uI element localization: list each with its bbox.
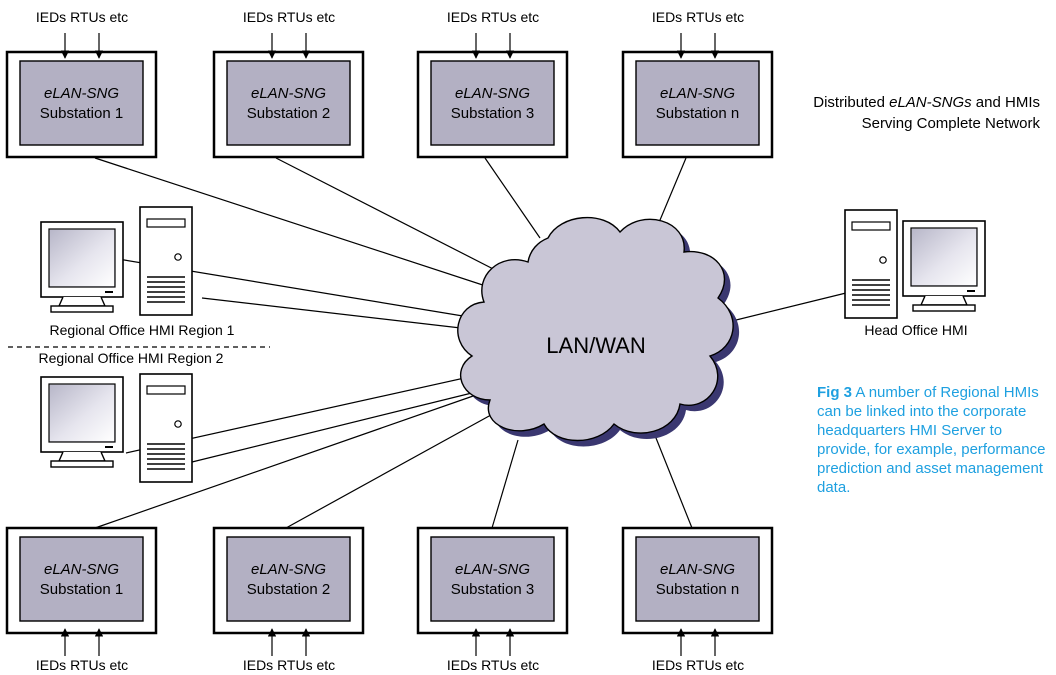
substation-node: eLAN-SNG Substation n xyxy=(621,50,774,159)
substation-node: eLAN-SNG Substation 2 xyxy=(212,50,365,159)
inputs-label: IEDs RTUs etc xyxy=(243,9,335,25)
node-title: eLAN-SNG xyxy=(455,561,530,578)
inputs-label: IEDs RTUs etc xyxy=(36,9,128,25)
link-bottom-sub-3 xyxy=(491,439,519,529)
computer-tower-icon xyxy=(844,209,898,319)
inputs-label: IEDs RTUs etc xyxy=(36,657,128,673)
node-title: eLAN-SNG xyxy=(660,85,735,102)
link-top-sub-1 xyxy=(94,157,499,291)
link-top-sub-n xyxy=(654,157,687,233)
network-label: LAN/WAN xyxy=(546,333,645,358)
inputs-label: IEDs RTUs etc xyxy=(652,9,744,25)
node-title: eLAN-SNG xyxy=(660,561,735,578)
top-substations: eLAN-SNG Substation 1 eLAN-SNG Substatio… xyxy=(5,50,774,159)
inputs-label: IEDs RTUs etc xyxy=(447,657,539,673)
substation-label: Substation 2 xyxy=(247,105,330,122)
substation-node: eLAN-SNG Substation 3 xyxy=(416,526,569,635)
link-head-office xyxy=(727,292,847,323)
bottom-inputs: IEDs RTUs etc IEDs RTUs etc IEDs RTUs et… xyxy=(36,628,744,673)
inputs-label: IEDs RTUs etc xyxy=(652,657,744,673)
region-2-label: Regional Office HMI Region 2 xyxy=(39,350,224,366)
bottom-substations: eLAN-SNG Substation 1 eLAN-SNG Substatio… xyxy=(5,526,774,635)
caption-label: Fig 3 xyxy=(817,384,853,401)
node-title: eLAN-SNG xyxy=(251,85,326,102)
computer-tower-icon xyxy=(139,206,193,316)
region-1-label: Regional Office HMI Region 1 xyxy=(50,322,235,338)
side-note-suffix: and HMIs xyxy=(971,94,1040,111)
node-title: eLAN-SNG xyxy=(44,561,119,578)
substation-label: Substation 1 xyxy=(40,581,123,598)
side-note-prefix: Distributed xyxy=(813,94,890,111)
link-bottom-sub-2 xyxy=(285,409,501,529)
computer-tower-icon xyxy=(139,373,193,483)
inputs-label: IEDs RTUs etc xyxy=(447,9,539,25)
caption-text: A number of Regional HMIs can be linked … xyxy=(817,384,1046,496)
head-office-hmi: Head Office HMI xyxy=(844,209,986,338)
monitor-icon xyxy=(40,376,124,468)
link-region2-hmi xyxy=(191,389,485,463)
substation-label: Substation 1 xyxy=(40,105,123,122)
top-inputs: IEDs RTUs etc IEDs RTUs etc IEDs RTUs et… xyxy=(36,9,744,59)
regional-hmi-region-1: Regional Office HMI Region 1 xyxy=(40,206,235,338)
monitor-icon xyxy=(40,221,124,313)
monitor-icon xyxy=(902,220,986,312)
node-title: eLAN-SNG xyxy=(44,85,119,102)
side-note-emphasis: eLAN-SNGs xyxy=(889,94,972,111)
substation-node: eLAN-SNG Substation n xyxy=(621,526,774,635)
link-bottom-sub-1 xyxy=(94,394,477,529)
cloud-body xyxy=(457,216,734,442)
side-note: Distributed eLAN-SNGs and HMIs Serving C… xyxy=(790,92,1040,134)
side-note-line-1: Distributed eLAN-SNGs and HMIs xyxy=(790,92,1040,113)
substation-label: Substation n xyxy=(656,581,739,598)
regional-hmi-region-2: Regional Office HMI Region 2 xyxy=(39,350,224,483)
figure-caption: Fig 3 A number of Regional HMIs can be l… xyxy=(817,383,1049,497)
substation-node: eLAN-SNG Substation 1 xyxy=(5,526,158,635)
substation-label: Substation 3 xyxy=(451,581,534,598)
link-top-sub-3 xyxy=(484,157,541,239)
substation-label: Substation 3 xyxy=(451,105,534,122)
link-region1-hmi xyxy=(201,297,479,331)
substation-node: eLAN-SNG Substation 2 xyxy=(212,526,365,635)
link-bottom-sub-n xyxy=(651,427,693,529)
lan-wan-cloud: LAN/WAN xyxy=(457,216,740,447)
node-title: eLAN-SNG xyxy=(251,561,326,578)
link-top-sub-2 xyxy=(275,157,506,276)
head-office-label: Head Office HMI xyxy=(864,322,967,338)
substation-node: eLAN-SNG Substation 1 xyxy=(5,50,158,159)
substation-node: eLAN-SNG Substation 3 xyxy=(416,50,569,159)
inputs-label: IEDs RTUs etc xyxy=(243,657,335,673)
side-note-line-2: Serving Complete Network xyxy=(861,115,1040,132)
node-title: eLAN-SNG xyxy=(455,85,530,102)
substation-label: Substation 2 xyxy=(247,581,330,598)
substation-label: Substation n xyxy=(656,105,739,122)
